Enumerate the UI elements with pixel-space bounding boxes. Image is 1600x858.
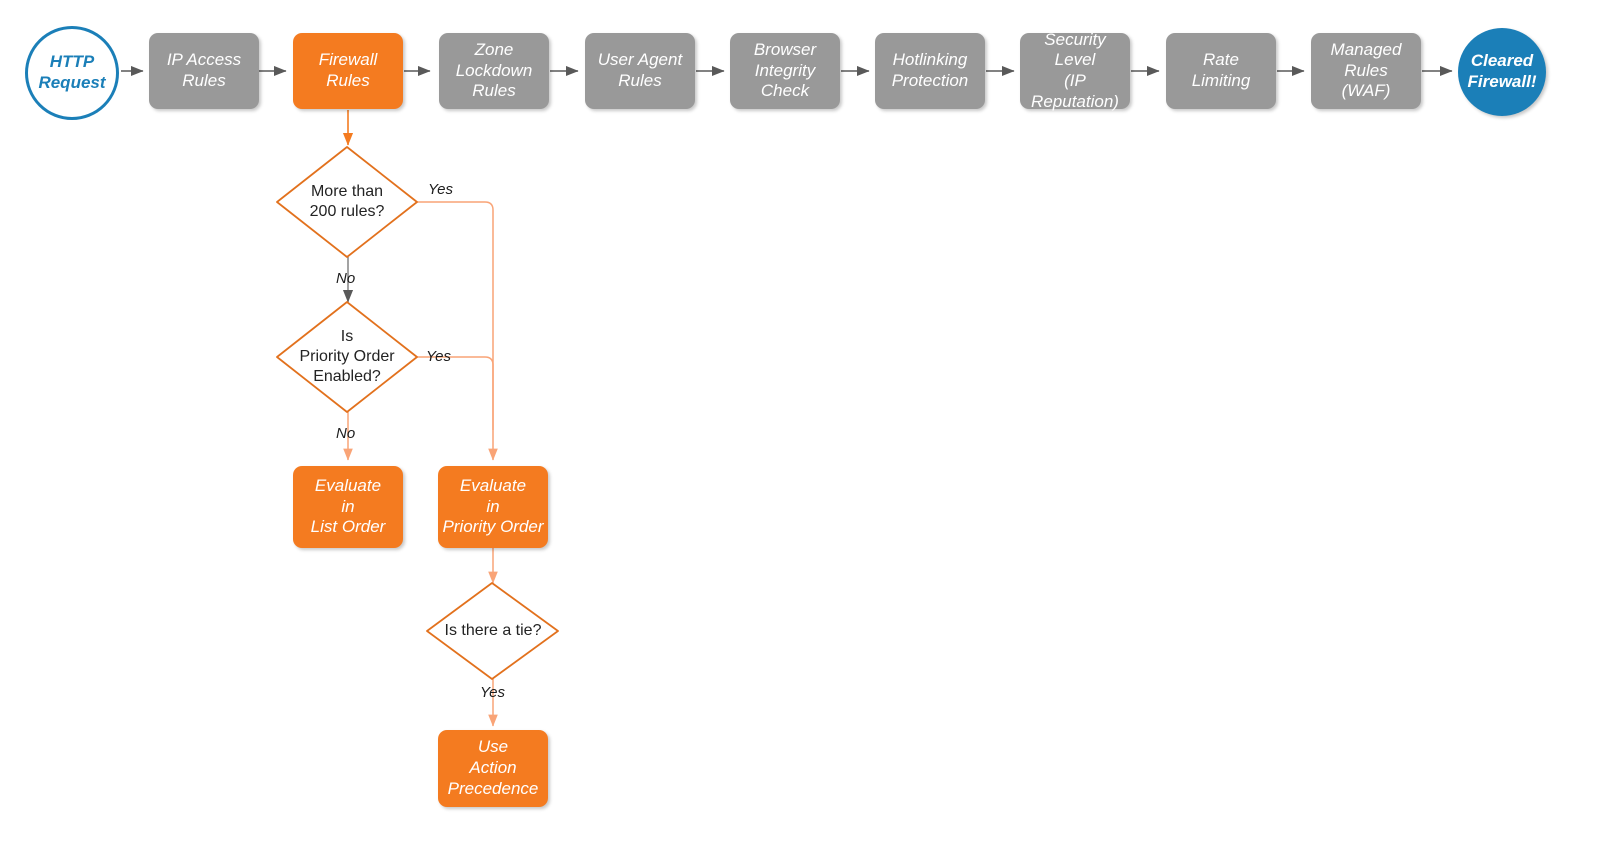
node-cleared-firewall-label: Cleared Firewall! bbox=[1467, 51, 1537, 91]
node-evaluate-in-priority-order-label: Evaluate in Priority Order bbox=[442, 475, 544, 537]
decision-is-priority-order-enabled-label: Is Priority Order Enabled? bbox=[299, 328, 395, 385]
node-firewall-rules-label: Firewall Rules bbox=[318, 50, 378, 90]
decision-is-there-a-tie-label: Is there a tie? bbox=[444, 622, 542, 639]
edge-label-rules200-yes: Yes bbox=[428, 181, 454, 198]
edge-label-rules200-no: No bbox=[336, 270, 356, 287]
node-zone-lockdown-rules-label: Zone Lockdown Rules bbox=[455, 39, 533, 101]
node-browser-integrity-check-label: Browser Integrity Check bbox=[753, 39, 817, 101]
decision-more-than-200-rules[interactable] bbox=[276, 146, 418, 258]
node-security-level[interactable]: Security Level (IP Reputation) bbox=[1020, 30, 1130, 111]
node-security-level-label: Security Level (IP Reputation) bbox=[1031, 29, 1119, 111]
node-use-action-precedence[interactable]: Use Action Precedence bbox=[438, 730, 548, 807]
node-ip-access-rules-label: IP Access Rules bbox=[166, 50, 242, 90]
node-managed-rules-waf[interactable]: Managed Rules (WAF) bbox=[1311, 33, 1421, 109]
edge-label-priority-no: No bbox=[336, 425, 356, 442]
edge-priority-yes bbox=[417, 356, 494, 430]
node-cleared-firewall[interactable]: Cleared Firewall! bbox=[1458, 28, 1546, 116]
decision-is-there-a-tie[interactable] bbox=[426, 582, 559, 680]
node-evaluate-in-list-order[interactable]: Evaluate in List Order bbox=[293, 466, 403, 548]
node-ip-access-rules[interactable]: IP Access Rules bbox=[149, 33, 259, 109]
node-evaluate-in-priority-order[interactable]: Evaluate in Priority Order bbox=[438, 466, 548, 548]
node-user-agent-rules[interactable]: User Agent Rules bbox=[585, 33, 695, 109]
node-user-agent-rules-label: User Agent Rules bbox=[597, 50, 683, 90]
edge-rules200-yes bbox=[417, 201, 498, 461]
node-firewall-rules[interactable]: Firewall Rules bbox=[293, 33, 403, 109]
node-rate-limiting-label: Rate Limiting bbox=[1191, 50, 1251, 90]
node-zone-lockdown-rules[interactable]: Zone Lockdown Rules bbox=[439, 33, 549, 109]
node-evaluate-in-list-order-label: Evaluate in List Order bbox=[310, 475, 386, 537]
edge-label-priority-yes: Yes bbox=[426, 348, 452, 365]
node-browser-integrity-check[interactable]: Browser Integrity Check bbox=[730, 33, 840, 109]
decision-more-than-200-rules-label: More than 200 rules? bbox=[309, 183, 385, 220]
edge-label-tie-yes: Yes bbox=[480, 684, 506, 701]
node-http-request[interactable]: HTTP Request bbox=[25, 26, 119, 120]
decision-is-priority-order-enabled[interactable] bbox=[276, 301, 418, 413]
node-http-request-label: HTTP Request bbox=[38, 52, 106, 92]
node-use-action-precedence-label: Use Action Precedence bbox=[447, 737, 539, 798]
node-managed-rules-waf-label: Managed Rules (WAF) bbox=[1330, 39, 1402, 101]
node-hotlinking-protection-label: Hotlinking Protection bbox=[891, 50, 969, 90]
node-hotlinking-protection[interactable]: Hotlinking Protection bbox=[875, 33, 985, 109]
node-rate-limiting[interactable]: Rate Limiting bbox=[1166, 33, 1276, 109]
